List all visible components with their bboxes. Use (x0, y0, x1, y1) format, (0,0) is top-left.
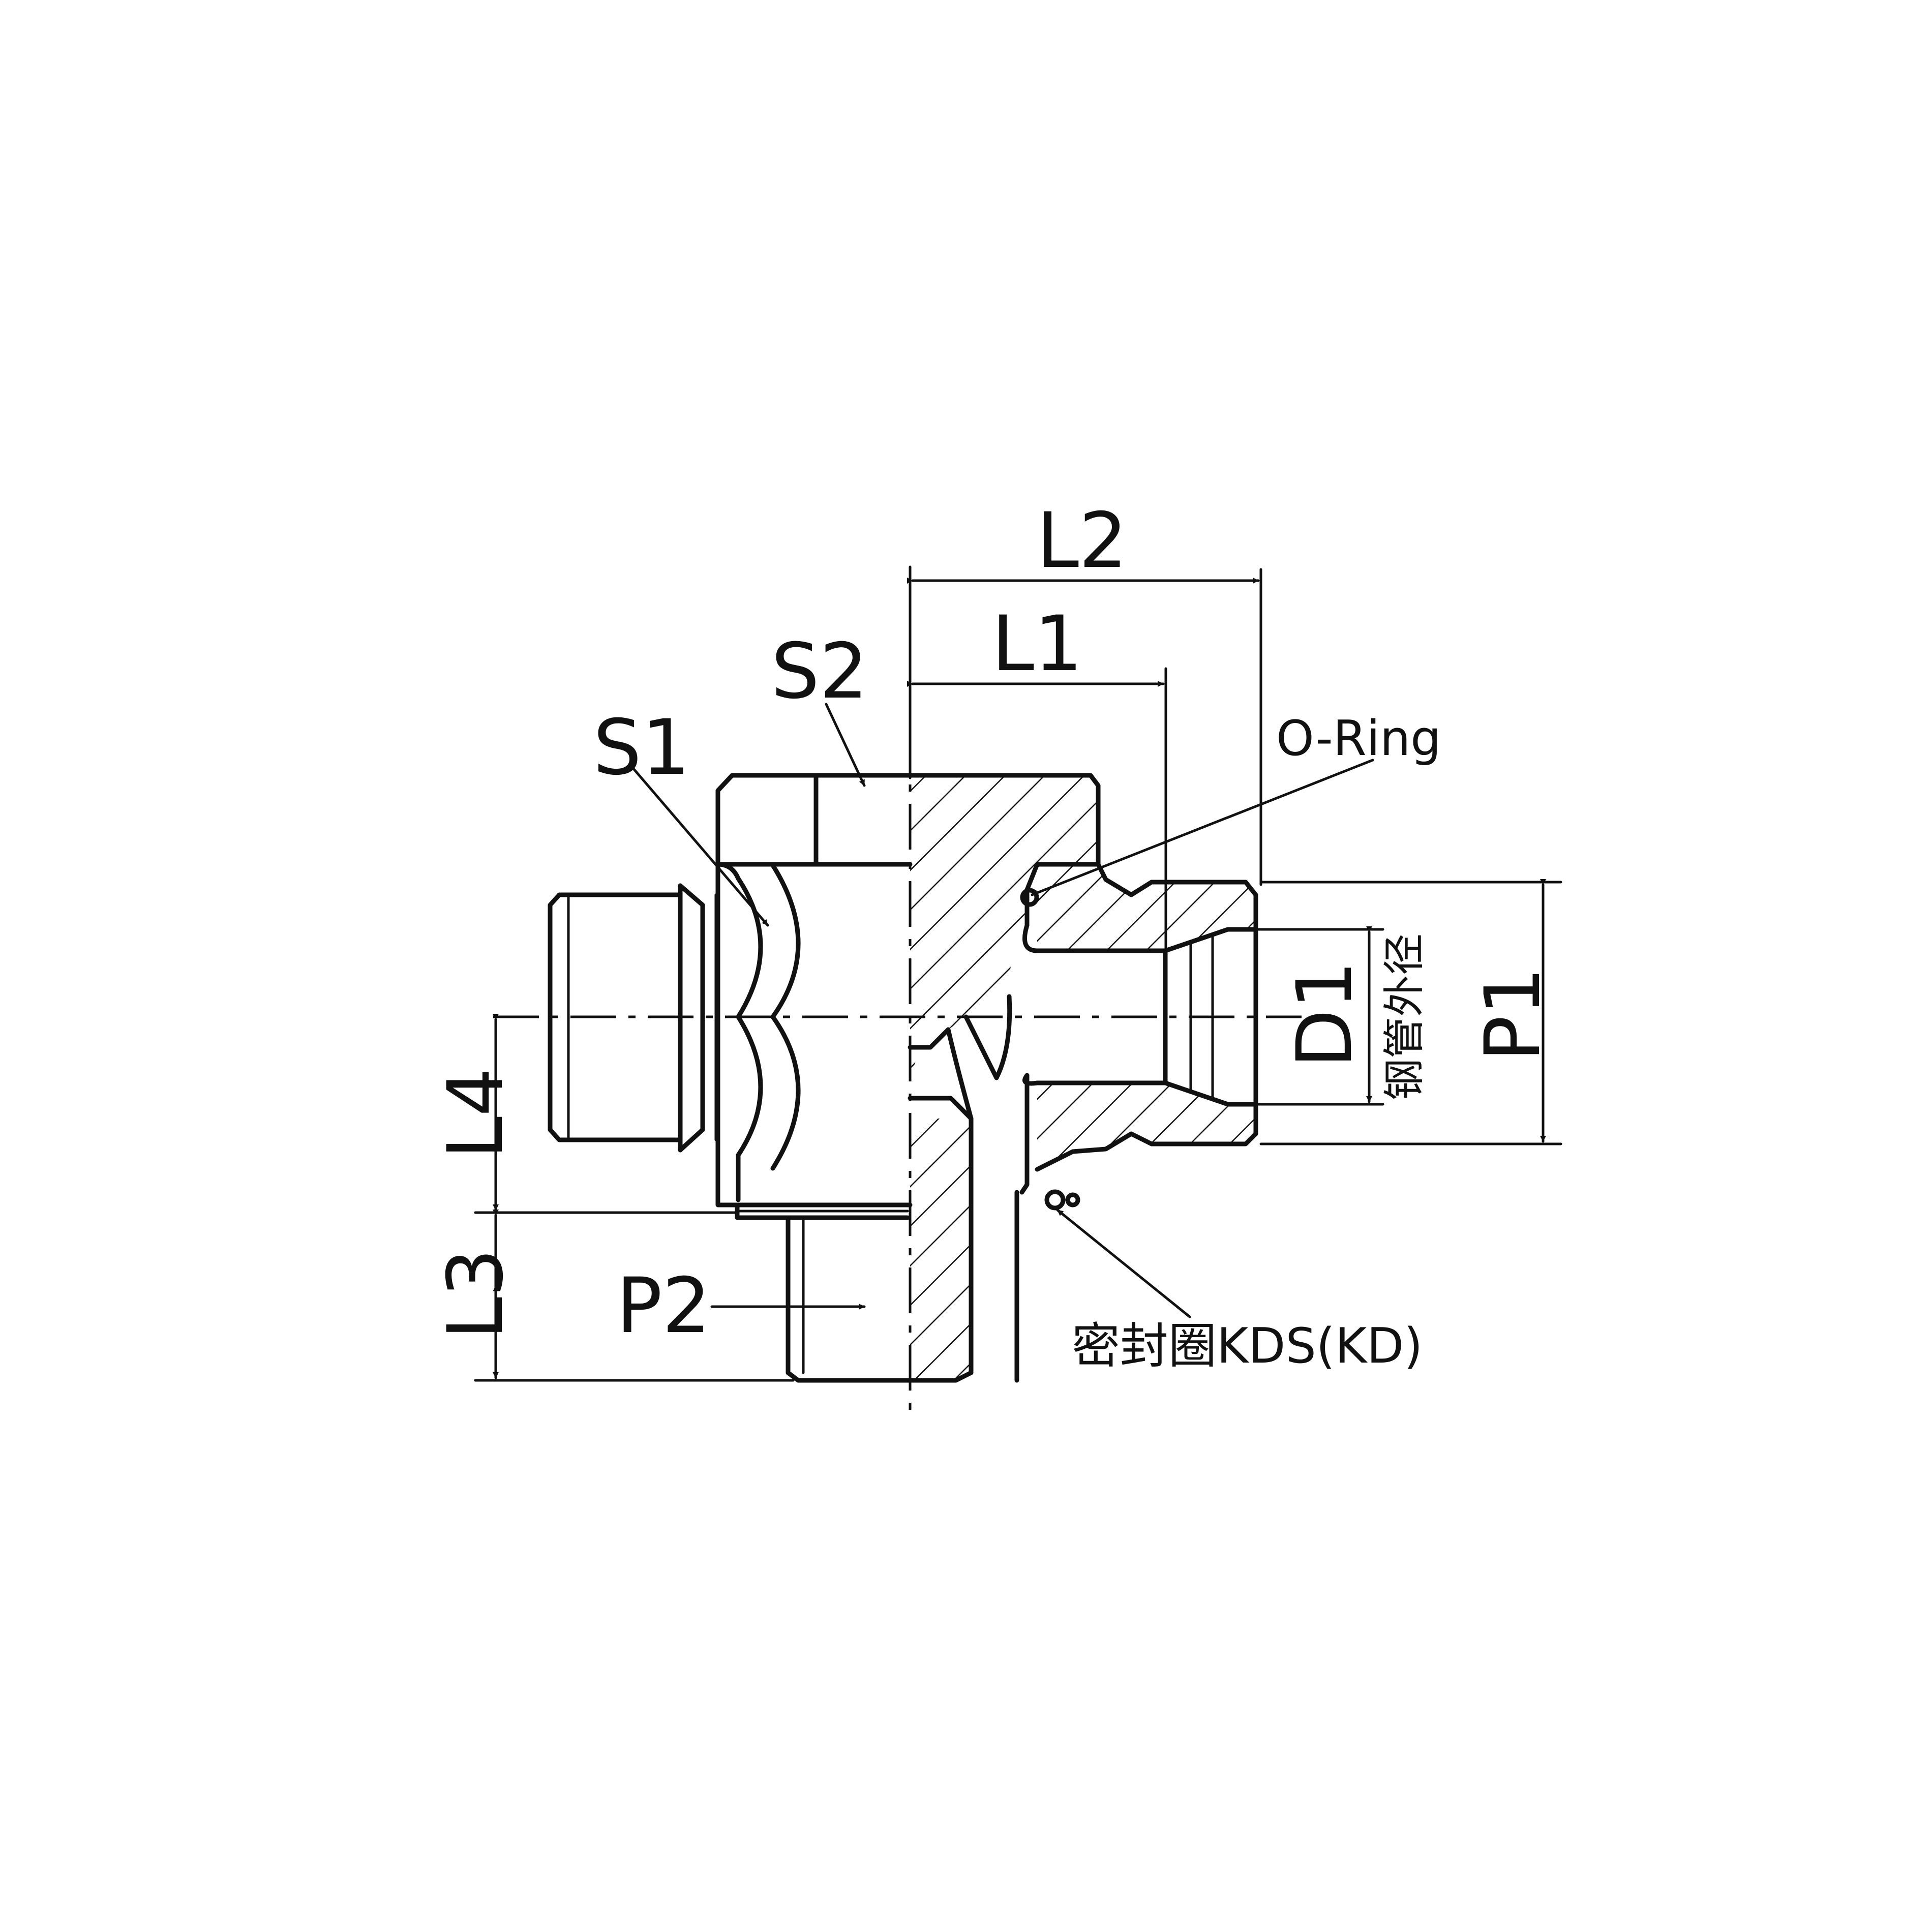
seal-label: 密封圈KDS(KD) (1072, 1318, 1423, 1374)
dimension-label-l4: L4 (432, 1068, 520, 1159)
hex-nut (715, 773, 913, 867)
section-hatched-area (908, 773, 1101, 1383)
dimension-label-p1: P1 (1469, 967, 1557, 1062)
fitting-body (715, 862, 913, 1208)
dimension-label-l2: L2 (1036, 497, 1127, 585)
dimension-label-d1: D1 (1281, 961, 1369, 1068)
dimension-label-l3: L3 (432, 1248, 520, 1339)
tube-socket (1020, 862, 1258, 1211)
dimension-lines (474, 565, 1562, 1382)
dimension-label-s1: S1 (593, 704, 690, 792)
dimension-label-l1: L1 (991, 600, 1082, 688)
dimension-label-p2: P2 (616, 1262, 711, 1350)
leader-lines (629, 703, 1374, 1318)
o-ring-label: O-Ring (1276, 711, 1441, 767)
dimension-label-s2: S2 (771, 627, 868, 716)
bottom-threaded-stud (735, 1202, 913, 1383)
d1-note-label: 钢管外径 (1380, 933, 1429, 1100)
